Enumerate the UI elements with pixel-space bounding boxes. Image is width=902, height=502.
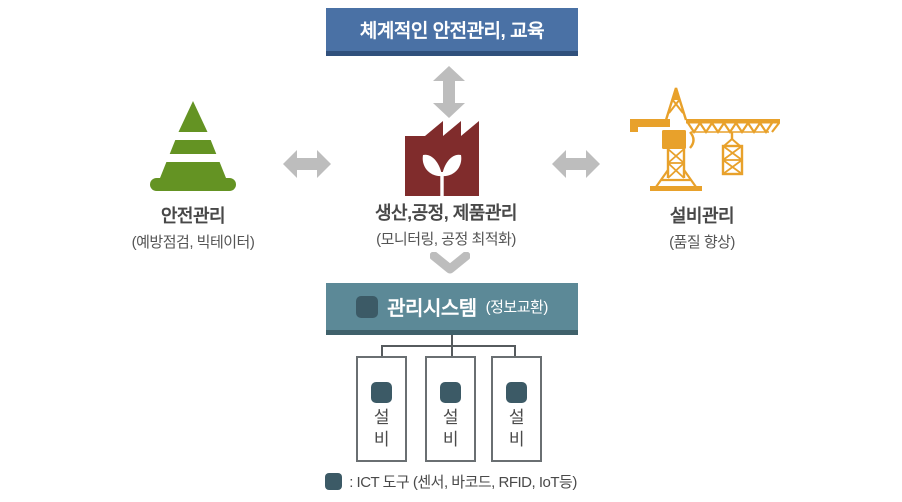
- node-facility: 설비관리 (품질 향상): [614, 202, 790, 252]
- chevron-down-icon: [430, 252, 470, 274]
- top-goal-label: 체계적인 안전관리, 교육: [359, 21, 545, 42]
- ict-square-icon: [440, 382, 461, 403]
- equipment-box-1: 설비: [356, 356, 407, 462]
- ict-square-icon: [371, 382, 392, 403]
- left-double-arrow-icon: [283, 150, 331, 178]
- safety-subtitle: (예방점검, 빅테이터): [131, 234, 255, 251]
- system-box: 관리시스템 (정보교환): [326, 283, 578, 335]
- top-goal-box: 체계적인 안전관리, 교육: [326, 8, 578, 56]
- equipment-box-2: 설비: [425, 356, 476, 462]
- ict-square-icon: [356, 295, 379, 318]
- system-title: 관리시스템: [387, 298, 477, 320]
- vertical-double-arrow-icon: [433, 66, 465, 118]
- traffic-cone-icon: [150, 101, 236, 191]
- production-subtitle: (모니터링, 공정 최적화): [376, 231, 516, 248]
- equipment-label: 설비: [508, 408, 525, 449]
- node-safety: 안전관리 (예방점검, 빅테이터): [105, 202, 281, 252]
- facility-subtitle: (품질 향상): [669, 234, 735, 251]
- system-subtitle: (정보교환): [485, 299, 549, 316]
- ict-square-icon: [325, 473, 343, 490]
- factory-icon: [405, 121, 479, 196]
- connector-stub-top: [451, 335, 453, 345]
- tower-crane-icon: [630, 87, 780, 191]
- equipment-box-3: 설비: [491, 356, 542, 462]
- right-double-arrow-icon: [552, 150, 600, 178]
- ict-square-icon: [506, 382, 527, 403]
- node-production: 생산,공정, 제품관리 (모니터링, 공정 최적화): [330, 199, 562, 249]
- equipment-label: 설비: [442, 408, 459, 449]
- legend: : ICT 도구 (센서, 바코드, RFID, IoT등): [0, 471, 902, 492]
- facility-title: 설비관리: [669, 206, 735, 226]
- connector-bracket: [381, 345, 516, 356]
- connector-stub-center: [451, 345, 453, 356]
- safety-title: 안전관리: [160, 206, 226, 226]
- equipment-label: 설비: [373, 408, 390, 449]
- legend-label: : ICT 도구 (센서, 바코드, RFID, IoT등): [349, 474, 577, 491]
- production-title: 생산,공정, 제품관리: [375, 203, 517, 223]
